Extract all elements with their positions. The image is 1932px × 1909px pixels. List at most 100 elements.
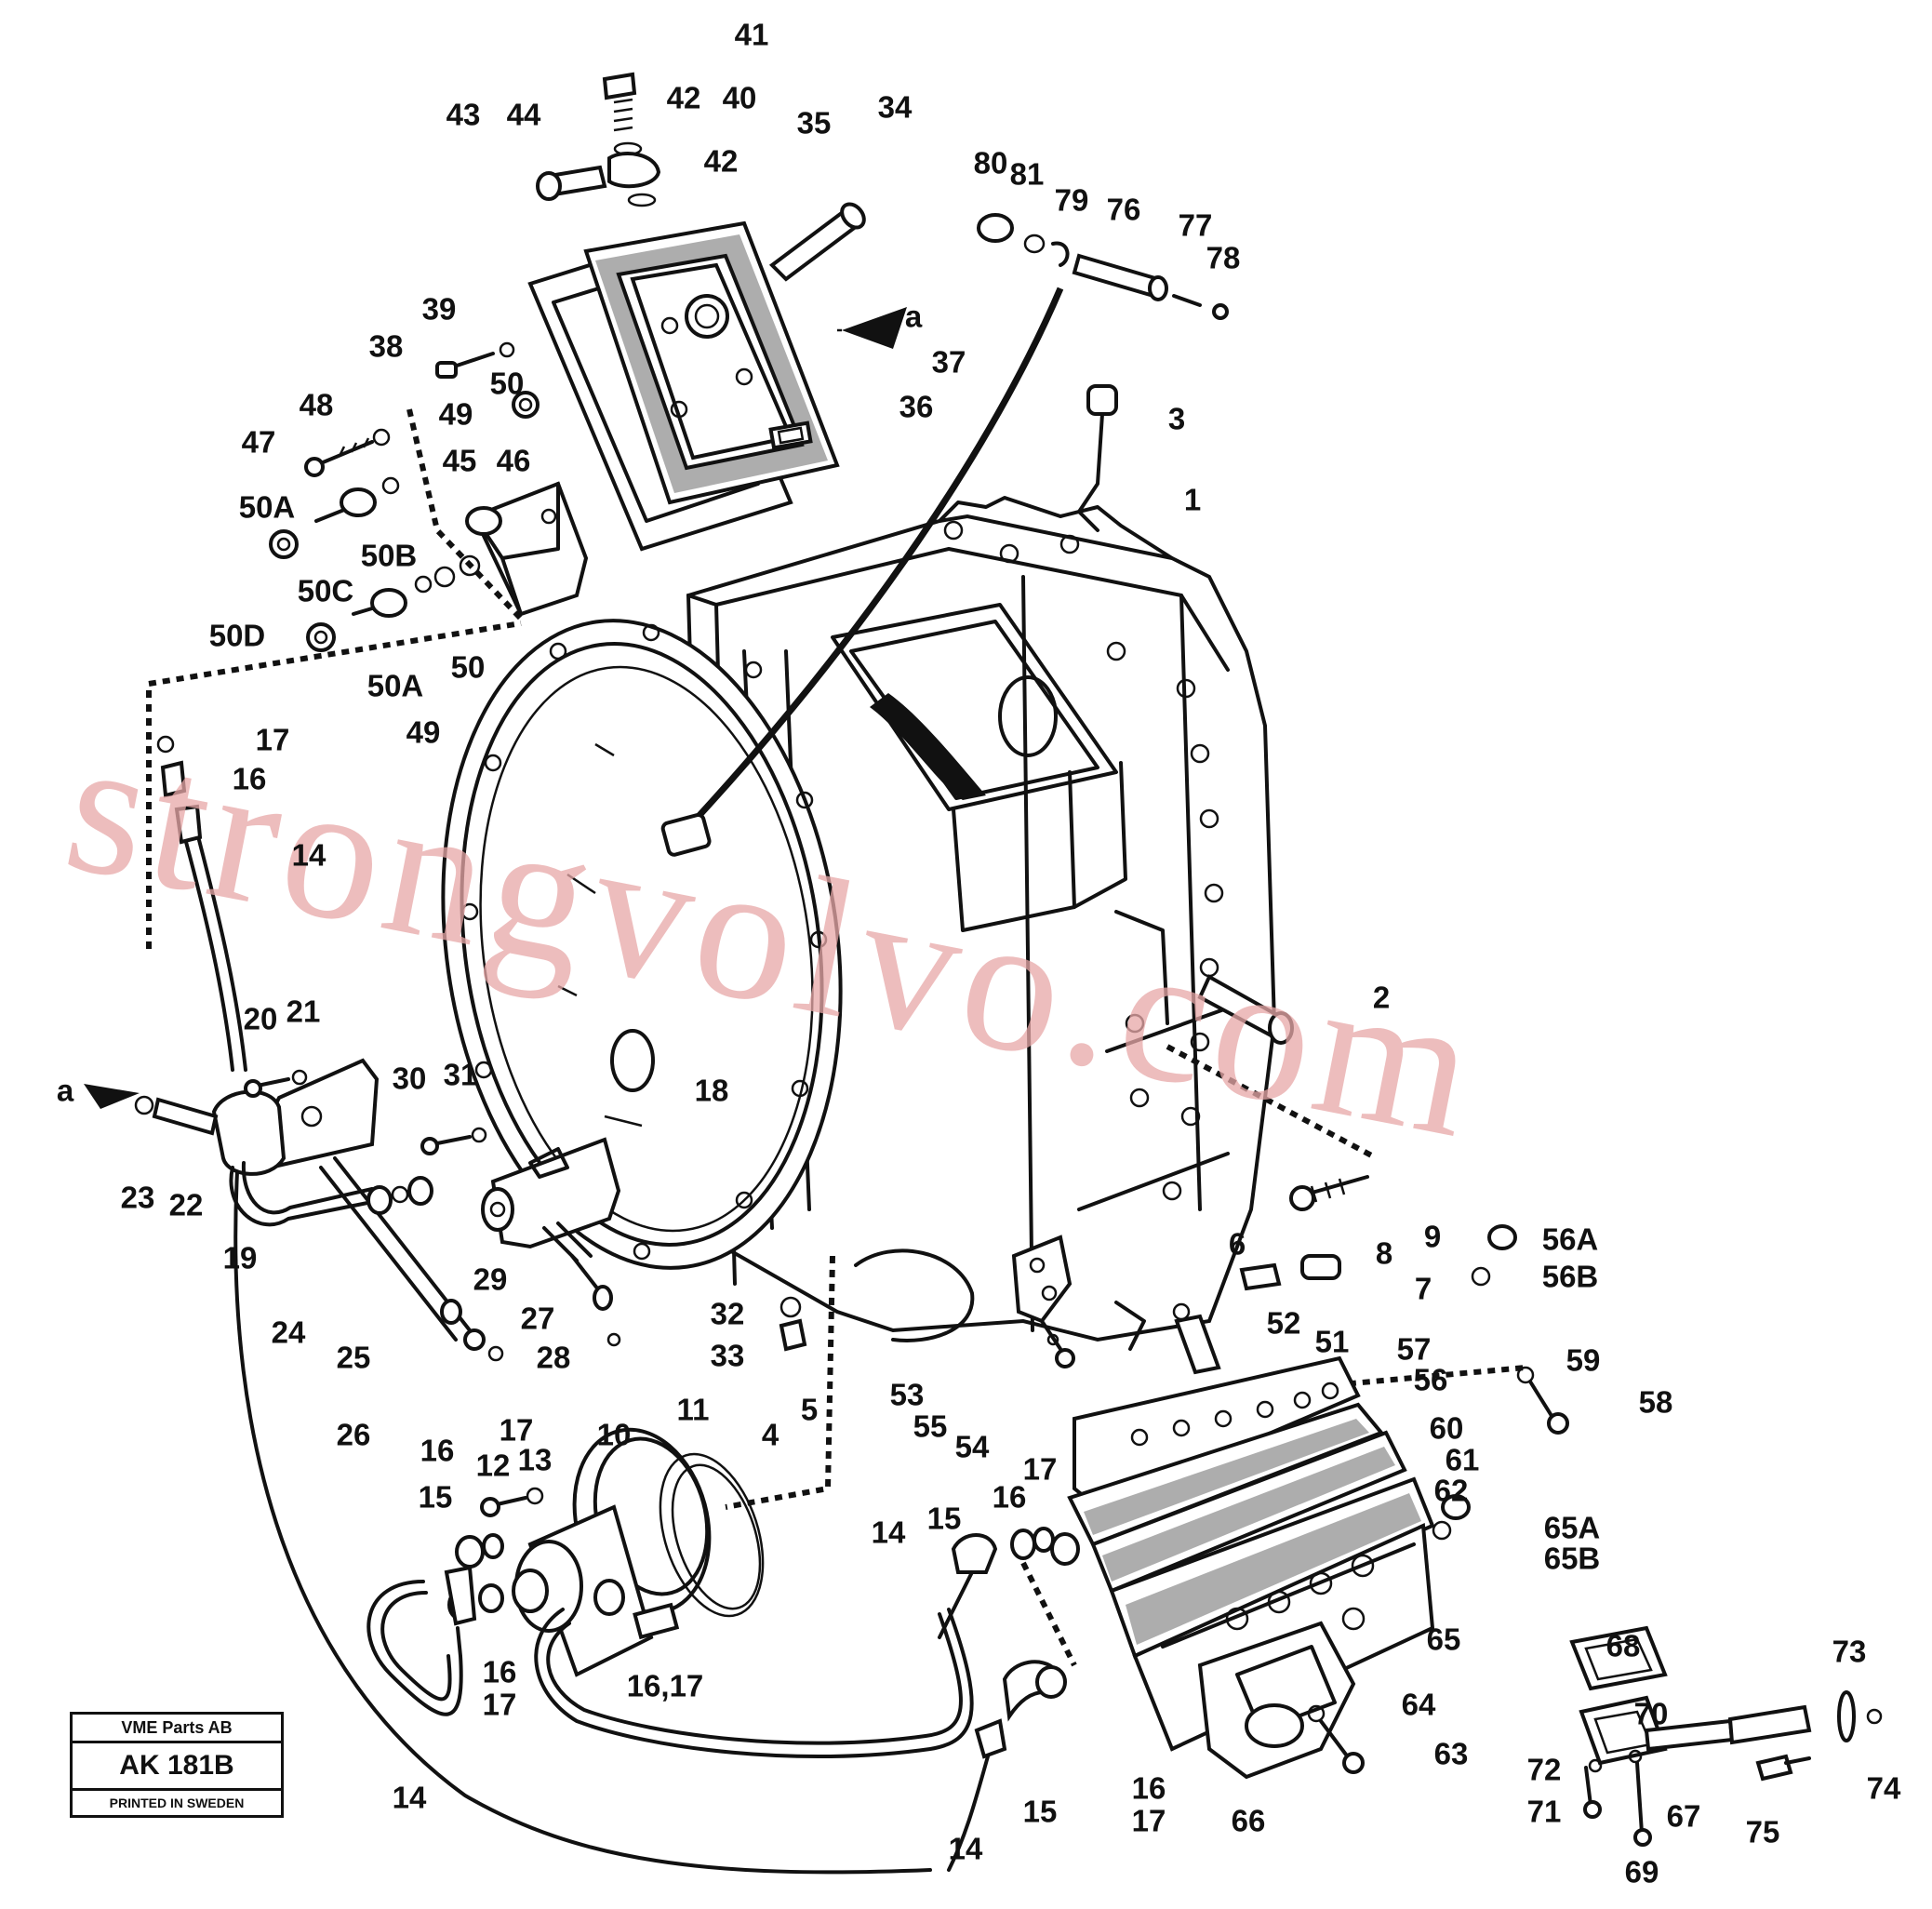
callout-56b: 56B [1542,1260,1599,1294]
callout-8: 8 [1376,1236,1392,1271]
hose-14-left [156,735,247,1072]
callout-1: 1 [1184,483,1201,517]
callout-15: 15 [927,1502,962,1536]
callout-27: 27 [521,1302,555,1336]
callout-49: 49 [406,715,441,750]
callout-41: 41 [735,18,769,52]
callout-15: 15 [1023,1795,1058,1829]
callout-57: 57 [1397,1332,1432,1367]
fittings-center [938,1527,1080,1872]
callout-16: 16 [483,1655,517,1689]
plate-company: VME Parts AB [73,1715,281,1743]
callout-7: 7 [1415,1272,1432,1306]
callout-14: 14 [393,1781,427,1815]
callout-44: 44 [507,98,541,132]
callout-14: 14 [292,838,326,873]
callout-69: 69 [1625,1855,1659,1889]
callout-75: 75 [1746,1815,1780,1849]
valve-29 [481,1137,621,1347]
callout-28: 28 [537,1341,571,1375]
callout-17: 17 [500,1413,534,1448]
callout-16-17: 16,17 [627,1669,704,1703]
callout-73: 73 [1832,1635,1867,1669]
callout-50c: 50C [298,574,354,608]
callout-51: 51 [1315,1325,1350,1359]
callout-80: 80 [974,146,1008,180]
plate-printed: PRINTED IN SWEDEN [109,1796,245,1810]
callout-16: 16 [233,762,267,796]
callout-4: 4 [762,1418,779,1452]
dashed-link-filter [1320,1365,1526,1389]
callout-42: 42 [704,144,739,179]
callout-11: 11 [677,1393,710,1427]
callout-2: 2 [1373,981,1390,1015]
drain-kit-67-75 [1569,1625,1883,1847]
callout-32: 32 [711,1297,745,1331]
callout-68: 68 [1606,1629,1641,1663]
callout-48: 48 [300,388,334,422]
callout-16: 16 [993,1480,1027,1515]
callout-13: 13 [518,1443,553,1477]
callout-58: 58 [1639,1385,1673,1420]
callout-65: 65 [1427,1622,1461,1657]
callout-a: a [57,1074,74,1108]
callout-50a: 50A [367,669,424,703]
filter-assembly [1067,1224,1569,1780]
callout-36: 36 [899,390,934,424]
pump-10 [366,1427,974,1759]
callout-10: 10 [597,1418,632,1452]
callout-42: 42 [667,81,701,115]
callout-5: 5 [801,1393,818,1427]
callout-17: 17 [1132,1804,1166,1838]
callout-53: 53 [890,1378,925,1412]
callout-a: a [905,300,923,334]
callout-29: 29 [473,1262,508,1297]
callout-46: 46 [497,444,531,478]
callout-22: 22 [169,1188,204,1222]
callout-25: 25 [337,1341,371,1375]
callout-16: 16 [1132,1771,1166,1806]
callout-18: 18 [695,1074,729,1108]
housing [441,496,1277,1351]
callout-30: 30 [393,1061,427,1096]
callout-70: 70 [1634,1697,1669,1731]
callout-78: 78 [1206,241,1241,275]
housing-bolt-holes [943,520,1224,1201]
callout-17: 17 [483,1688,517,1722]
callout-14: 14 [872,1515,906,1550]
callout-60: 60 [1430,1411,1464,1446]
screw-9 [1289,1175,1369,1211]
callout-72: 72 [1527,1753,1562,1787]
callout-37: 37 [932,345,966,380]
callout-21: 21 [286,995,321,1029]
callout-50a: 50A [239,490,296,525]
callout-56: 56 [1414,1363,1448,1397]
callout-19: 19 [223,1241,258,1275]
callout-77: 77 [1179,208,1213,243]
callout-50: 50 [451,650,486,685]
callout-26: 26 [337,1418,371,1452]
callout-65a: 65A [1544,1511,1601,1545]
callout-47: 47 [242,425,276,460]
callout-50d: 50D [209,619,266,653]
callout-79: 79 [1055,183,1089,218]
callout-76: 76 [1107,193,1141,227]
callout-31: 31 [444,1058,478,1092]
callout-65b: 65B [1544,1542,1601,1576]
control-valve-assembly [269,72,907,652]
callout-33: 33 [711,1339,745,1373]
callout-81: 81 [1010,157,1045,192]
callout-55: 55 [913,1409,948,1444]
callout-23: 23 [121,1181,155,1215]
callout-50: 50 [490,367,525,401]
callout-61: 61 [1446,1443,1480,1477]
callout-17: 17 [256,723,290,757]
callout-52: 52 [1267,1306,1301,1341]
dipstick-tube-76 [660,213,1229,857]
callout-15: 15 [419,1480,453,1515]
plate-code: AK 181B [73,1743,281,1791]
callout-56a: 56A [1542,1222,1599,1257]
plug-4-5 [779,1296,807,1352]
callout-14: 14 [949,1832,983,1866]
